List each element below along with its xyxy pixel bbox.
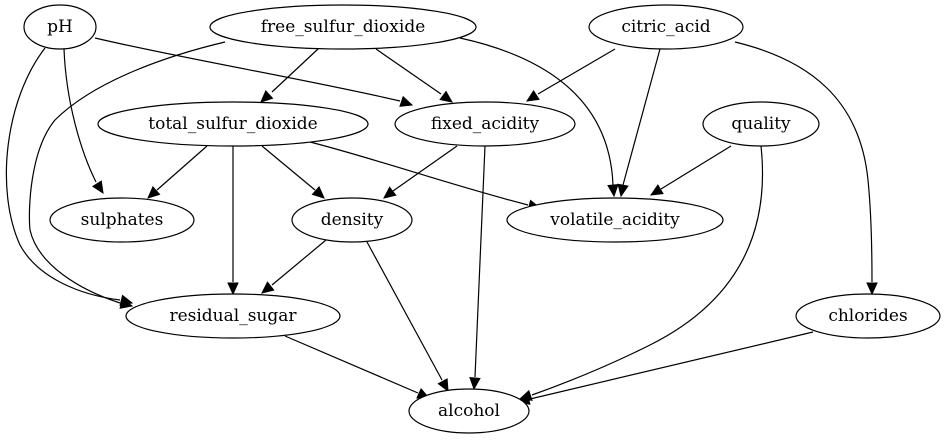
node-ellipse	[125, 293, 341, 339]
node-quality: quality	[702, 101, 820, 147]
node-label: volatile_acidity	[549, 210, 680, 230]
node-label: density	[321, 210, 384, 230]
arrowhead-icon	[147, 186, 161, 199]
edge-line	[531, 145, 764, 396]
edge-free-sulfur-dioxide-to-fixed-acidity	[375, 48, 453, 103]
arrowhead-icon	[525, 89, 540, 102]
edge-chlorides-to-alcohol	[516, 331, 814, 405]
arrowhead-icon	[260, 89, 274, 103]
node-label: alcohol	[438, 401, 500, 421]
edge-quality-to-volatile-acidity	[649, 145, 732, 196]
edge-fixed-acidity-to-alcohol	[469, 145, 486, 391]
edge-line	[366, 241, 443, 381]
node-density: density	[291, 197, 413, 243]
nodes-layer: pH free_sulfur_dioxide citric_acid total_su…	[23, 4, 941, 434]
node-fixed-acidity: fixed_acidity	[394, 101, 576, 147]
edge-pH-to-sulphates	[63, 48, 104, 195]
edge-line	[261, 145, 316, 191]
arrowhead-icon	[119, 297, 134, 309]
node-sulphates: sulphates	[49, 197, 195, 243]
arrowhead-icon	[607, 184, 619, 198]
arrowhead-icon	[261, 281, 275, 294]
node-pH: pH	[23, 4, 97, 50]
edge-pH-to-fixed-acidity	[94, 37, 414, 107]
edge-line	[309, 141, 529, 206]
edge-residual-sugar-to-alcohol	[284, 335, 431, 399]
edge-line	[156, 145, 208, 191]
arrowhead-icon	[469, 377, 481, 391]
node-ellipse	[408, 388, 530, 434]
edge-density-to-residual-sugar	[261, 239, 327, 294]
node-citric-acid: citric_acid	[588, 4, 744, 50]
edge-line	[537, 48, 616, 95]
arrowhead-icon	[383, 186, 397, 199]
edge-total-sulfur-dioxide-to-residual-sugar	[227, 146, 239, 296]
node-label: quality	[731, 114, 791, 134]
node-ellipse	[23, 4, 97, 50]
node-ellipse	[49, 197, 195, 243]
edge-citric-acid-to-chlorides	[734, 41, 878, 296]
node-total-sulfur-dioxide: total_sulfur_dioxide	[97, 101, 369, 147]
edge-line	[459, 37, 614, 186]
node-chlorides: chlorides	[795, 293, 941, 339]
arrowhead-icon	[91, 180, 104, 195]
node-label: citric_acid	[621, 17, 710, 37]
node-label: sulphates	[81, 210, 164, 230]
node-ellipse	[291, 197, 413, 243]
edge-free-sulfur-dioxide-to-residual-sugar	[28, 41, 226, 309]
node-ellipse	[588, 4, 744, 50]
arrowhead-icon	[227, 282, 239, 296]
edge-free-sulfur-dioxide-to-volatile-acidity	[459, 37, 619, 198]
node-ellipse	[506, 197, 724, 243]
node-label: total_sulfur_dioxide	[148, 114, 317, 134]
edge-line	[529, 331, 814, 400]
arrowhead-icon	[437, 378, 449, 393]
edge-line	[734, 41, 873, 283]
edge-citric-acid-to-volatile-acidity	[617, 48, 661, 198]
node-label: pH	[47, 17, 73, 37]
edge-line	[375, 48, 442, 95]
arrowhead-icon	[399, 95, 414, 107]
edge-line	[271, 239, 327, 286]
edge-total-sulfur-dioxide-to-sulphates	[147, 145, 208, 199]
edge-line	[622, 48, 661, 186]
edge-quality-to-alcohol	[518, 145, 764, 401]
edge-line	[5, 47, 121, 301]
edge-line	[63, 48, 97, 183]
node-label: chlorides	[828, 306, 907, 326]
node-ellipse	[394, 101, 576, 147]
edge-line	[271, 48, 319, 93]
node-label: free_sulfur_dioxide	[261, 17, 426, 37]
arrowhead-icon	[439, 90, 453, 103]
arrowhead-icon	[866, 282, 878, 296]
node-volatile-acidity: volatile_acidity	[506, 197, 724, 243]
edge-line	[284, 335, 419, 394]
arrowhead-icon	[617, 183, 629, 198]
edge-pH-to-residual-sugar	[5, 47, 134, 306]
edge-fixed-acidity-to-density	[383, 145, 458, 199]
node-ellipse	[209, 4, 477, 50]
node-residual-sugar: residual_sugar	[125, 293, 341, 339]
node-ellipse	[702, 101, 820, 147]
arrowhead-icon	[649, 184, 664, 196]
node-label: fixed_acidity	[431, 114, 540, 134]
arrowhead-icon	[311, 186, 325, 199]
edge-line	[94, 37, 401, 102]
node-free-sulfur-dioxide: free_sulfur_dioxide	[209, 4, 477, 50]
node-alcohol: alcohol	[408, 388, 530, 434]
edge-line	[660, 145, 732, 190]
edge-citric-acid-to-fixed-acidity	[525, 48, 616, 102]
edge-line	[28, 41, 226, 304]
node-ellipse	[97, 101, 369, 147]
edge-line	[392, 145, 458, 192]
edge-density-to-alcohol	[366, 241, 449, 393]
edge-total-sulfur-dioxide-to-density	[261, 145, 325, 199]
edge-free-sulfur-dioxide-to-total-sulfur-dioxide	[260, 48, 319, 103]
node-label: residual_sugar	[169, 306, 297, 326]
node-ellipse	[795, 293, 941, 339]
edge-line	[474, 145, 486, 378]
